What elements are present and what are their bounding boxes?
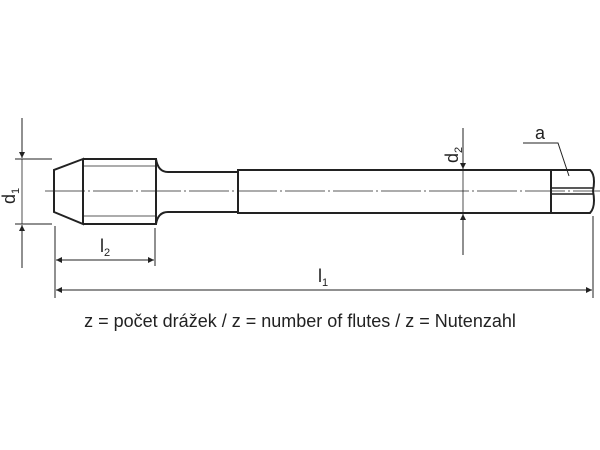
a-label: a	[535, 123, 546, 143]
tap-body	[53, 157, 595, 226]
l1-label: l1	[318, 266, 328, 289]
l1-dimension	[56, 216, 594, 298]
d2-label: d2	[442, 147, 465, 163]
d1-dimension	[15, 118, 52, 268]
l2-label: l2	[100, 236, 110, 259]
l2-dimension	[54, 226, 156, 298]
a-leader	[523, 142, 570, 177]
d1-label: d1	[0, 188, 22, 204]
caption: z = počet drážek / z = number of flutes …	[84, 311, 516, 331]
